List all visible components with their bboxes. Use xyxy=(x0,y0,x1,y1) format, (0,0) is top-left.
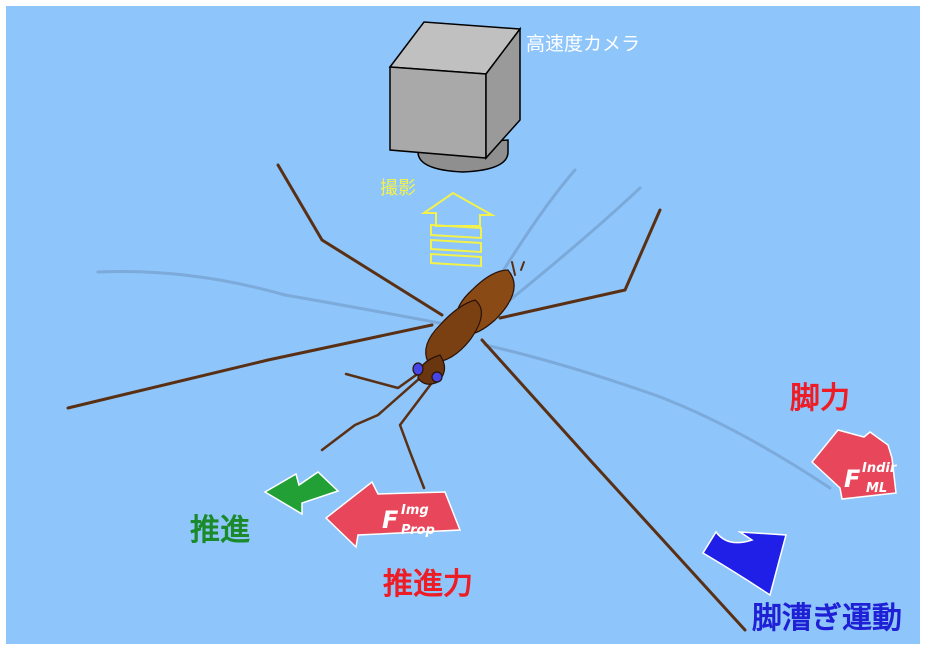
leg-force-arrow: F Indir ML xyxy=(810,429,898,500)
camera-side-face xyxy=(485,26,521,160)
propulsion-force-superscript: Img xyxy=(401,503,429,518)
camera-front-face xyxy=(389,66,487,159)
thrust-arrow xyxy=(263,471,340,516)
propulsive-force-arrow: F Img Prop xyxy=(324,480,462,549)
thrust-label: 推進 xyxy=(190,513,250,548)
camera-label: 高速度カメラ xyxy=(526,33,640,55)
water-strider-body xyxy=(412,269,515,385)
leg-force-label: 脚力 xyxy=(790,381,850,416)
insect-eye-right xyxy=(431,371,443,383)
propulsion-force-subscript: Prop xyxy=(401,523,435,538)
propulsion-force-symbol: F xyxy=(382,506,399,534)
water-strider-legs xyxy=(66,163,747,632)
shooting-label: 撮影 xyxy=(380,178,416,199)
leg-force-superscript: Indir xyxy=(862,461,898,476)
rowing-motion-arrow xyxy=(701,530,787,597)
shooting-arrow xyxy=(420,191,496,268)
insect-eye-left xyxy=(412,362,424,376)
leg-force-subscript: ML xyxy=(866,481,887,496)
leg-force-symbol: F xyxy=(844,465,861,493)
high-speed-camera xyxy=(388,21,522,173)
rowing-motion-label: 脚漕ぎ運動 xyxy=(752,601,902,636)
propulsive-force-label: 推進力 xyxy=(383,567,473,602)
